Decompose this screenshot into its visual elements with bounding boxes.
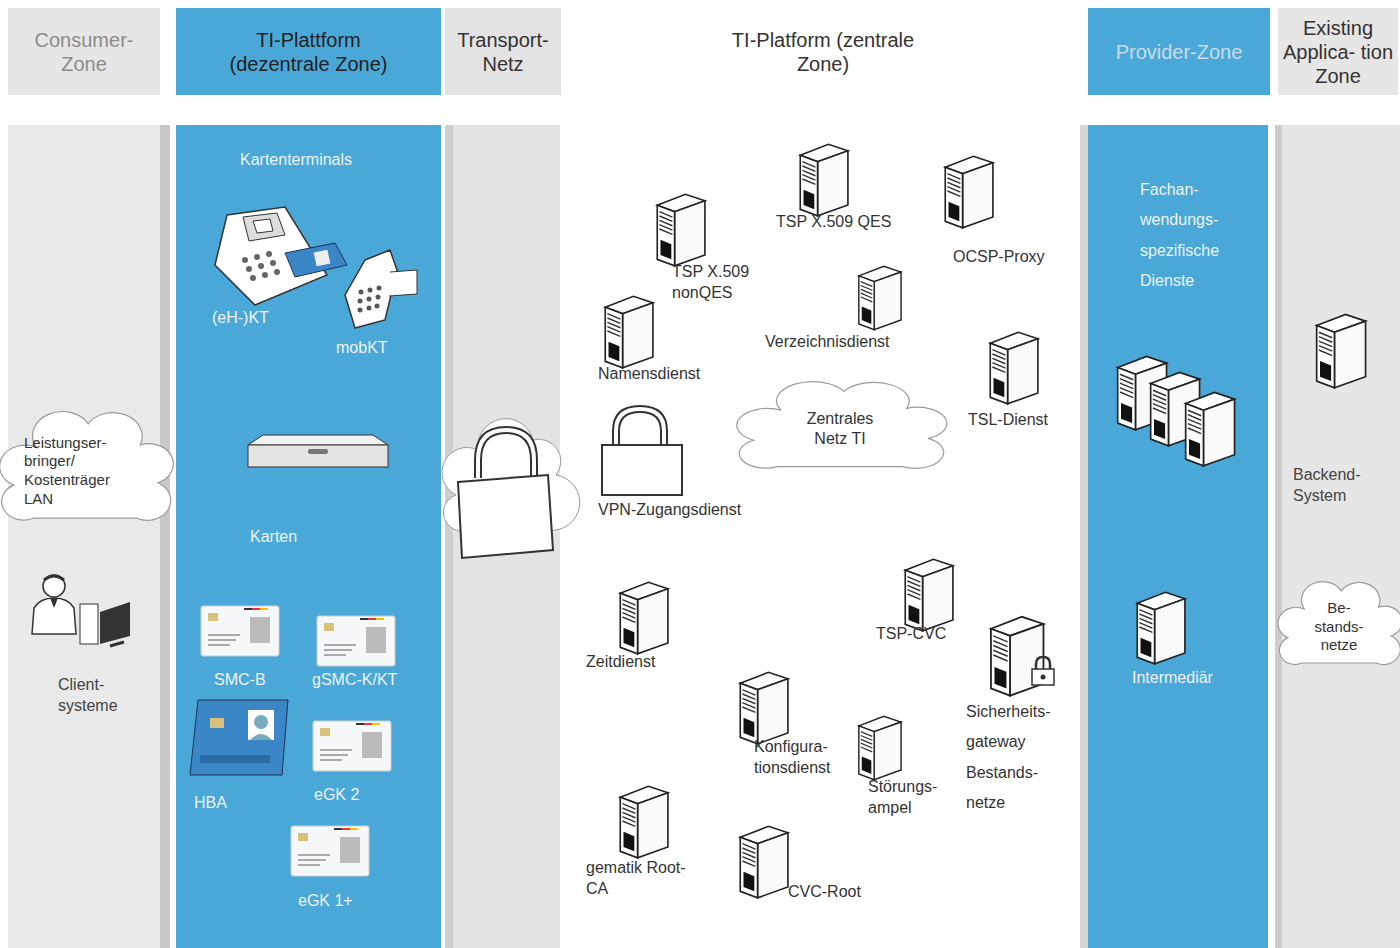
service-label: Namensdienst [598, 364, 728, 385]
zone-header: Existing Applica- tion Zone [1278, 8, 1398, 95]
item-label: Client- systeme [58, 675, 138, 717]
service-label: TSP X.509 nonQES [672, 262, 772, 304]
zone-title: Existing Applica- tion Zone [1282, 16, 1394, 88]
zone-header: TI-Platform (zentrale Zone) [566, 8, 1080, 95]
service-label: Verzeichnisdienst [765, 332, 915, 353]
item-label: Backend- System [1293, 465, 1383, 507]
item-label: eGK 2 [314, 785, 384, 806]
cloud-shape [737, 382, 947, 469]
item-label: SMC-B [214, 670, 284, 691]
network-cloud: Leistungser- bringer/ Kostenträger LAN [4, 412, 166, 530]
zone-header: Transport- Netz [445, 8, 561, 95]
service-label: Konfigura- tionsdienst [754, 737, 854, 779]
item-label: Intermediär [1132, 668, 1242, 689]
cloud-shape [1278, 582, 1400, 665]
item-label: Kartenterminals [240, 150, 380, 171]
network-cloud: Zentrales Netz TI [742, 382, 938, 476]
cloud-label: Be- stands- netze [1308, 599, 1370, 655]
item-label: HBA [194, 793, 254, 814]
item-label: mobKT [336, 338, 406, 359]
service-label: CVC-Root [788, 882, 888, 903]
zone-title: Transport- Netz [448, 28, 558, 76]
cloud-label: Zentrales Netz TI [792, 409, 888, 449]
service-label: Störungs- ampel [868, 777, 958, 819]
item-label: Karten [250, 527, 330, 548]
service-label: TSP-CVC [876, 624, 966, 645]
zone-header: Consumer- Zone [8, 8, 160, 95]
service-label: Zeitdienst [586, 652, 696, 673]
zone-title: Consumer- Zone [19, 28, 149, 76]
item-label: Fachan- wendungs- spezifische Dienste [1140, 175, 1250, 297]
network-cloud: Be- stands- netze [1281, 582, 1397, 672]
cloud-label: Leistungser- bringer/ Kostenträger LAN [24, 434, 128, 509]
item-label: eGK 1+ [298, 891, 368, 912]
zone-header: Provider-Zone [1088, 8, 1270, 95]
cloud-shape [0, 412, 173, 521]
service-label: TSL-Dienst [968, 410, 1068, 431]
zone-title: TI-Platform (zentrale Zone) [723, 28, 923, 76]
service-label: Sicherheits- gateway Bestands- netze [966, 697, 1074, 819]
item-label: gSMC-K/KT [312, 670, 422, 691]
zone-title: TI-Plattform (dezentrale Zone) [209, 28, 409, 76]
item-label: (eH-)KT [212, 308, 292, 329]
service-label: gematik Root-CA [586, 858, 686, 900]
zone-title: Provider-Zone [1091, 40, 1267, 64]
zone-header: TI-Plattform (dezentrale Zone) [176, 8, 441, 95]
service-label: OCSP-Proxy [953, 247, 1063, 268]
service-label: VPN-Zugangsdienst [598, 500, 768, 521]
cloud-outline [742, 382, 938, 476]
service-label: TSP X.509 QES [776, 212, 916, 233]
